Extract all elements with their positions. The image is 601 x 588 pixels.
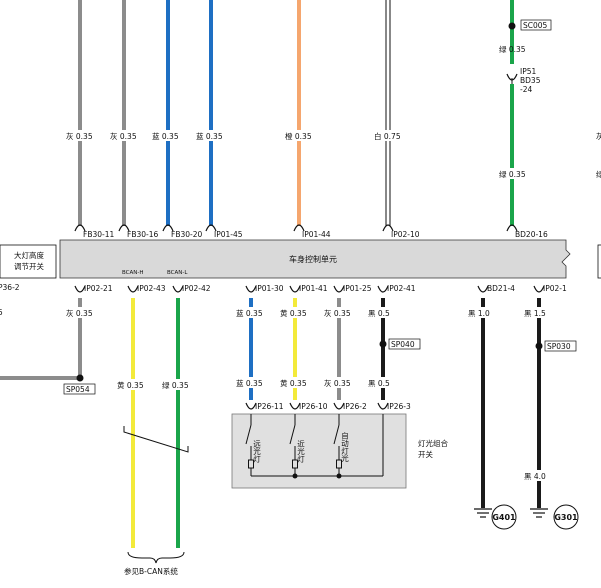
bcan-bracket (127, 551, 185, 564)
svg-text:黄 0.35: 黄 0.35 (280, 378, 307, 388)
svg-text:BD20-16: BD20-16 (515, 230, 548, 239)
bcan-note: 参见B-CAN系统 (124, 566, 178, 576)
switch-labels: 远光灯 近光灯 自动灯光 (252, 431, 349, 464)
splice-sc005-label: SC005 (523, 21, 548, 30)
ecu-label: 车身控制单元 (289, 254, 337, 264)
svg-text:灰 0.35: 灰 0.35 (324, 308, 351, 318)
bottom-wire-labels: 灰 0.35 蓝 0.35 黄 0.35 灰 0.35 黑 0.5 黑 1.0 … (66, 307, 554, 318)
svg-text:自动灯光: 自动灯光 (340, 431, 349, 464)
svg-text:FB30-20: FB30-20 (171, 230, 202, 239)
top-pin-marks (74, 224, 518, 232)
svg-text:IP02-21: IP02-21 (84, 284, 113, 293)
p36-2-label: P36-2 (0, 283, 20, 292)
svg-text:IP02-42: IP02-42 (182, 284, 211, 293)
top-wire-labels: 灰 0.35 灰 0.35 蓝 0.35 蓝 0.35 橙 0.35 白 0.7… (66, 130, 533, 179)
lower-wire-labels: 黄 0.35 绿 0.35 蓝 0.35 黄 0.35 灰 0.35 黑 0.5… (117, 377, 554, 481)
bottom-pin-marks (74, 285, 545, 293)
p36-partial-label: 5 (0, 308, 3, 317)
svg-text:IP01-30: IP01-30 (255, 284, 284, 293)
svg-text:黑 1.5: 黑 1.5 (524, 309, 546, 318)
twisted-pair-mark (123, 426, 189, 453)
svg-text:绿 0.35: 绿 0.35 (499, 170, 526, 179)
svg-text:黑 4.0: 黑 4.0 (524, 472, 546, 481)
splice-sc005 (508, 22, 516, 30)
svg-text:橙 0.35: 橙 0.35 (285, 131, 312, 141)
svg-text:黑 0.5: 黑 0.5 (368, 309, 390, 318)
svg-text:黑 1.0: 黑 1.0 (468, 309, 490, 318)
svg-text:IP26-11: IP26-11 (255, 402, 284, 411)
bottom-pin-labels: IP02-21 IP02-43 IP02-42 IP01-30 IP01-41 … (84, 284, 567, 293)
splice-sp030-label: SP030 (547, 342, 571, 351)
splice-sp054-label: SP054 (66, 385, 90, 394)
svg-text:IP01-44: IP01-44 (302, 230, 331, 239)
svg-text:黑 0.5: 黑 0.5 (368, 379, 390, 388)
svg-text:灰 0.35: 灰 0.35 (110, 131, 137, 141)
svg-text:IP26-2: IP26-2 (343, 402, 367, 411)
svg-text:调节开关: 调节开关 (14, 261, 44, 271)
bcan-h-label: BCAN-H (122, 270, 144, 276)
ground-g301-icon (530, 508, 548, 518)
ground-g401-label: G401 (492, 513, 516, 522)
svg-text:IP02-43: IP02-43 (137, 284, 166, 293)
svg-text:大灯高度: 大灯高度 (14, 250, 44, 260)
svg-text:黄 0.35: 黄 0.35 (117, 380, 144, 390)
ground-g401-icon (474, 508, 492, 518)
svg-text:FB30-16: FB30-16 (127, 230, 158, 239)
connector-ip51-label: IP51 (520, 67, 537, 76)
svg-text:绿 0.35: 绿 0.35 (162, 381, 189, 390)
svg-text:远光灯: 远光灯 (252, 440, 261, 464)
svg-text:灰 0.35: 灰 0.35 (66, 131, 93, 141)
bcan-l-label: BCAN-L (167, 270, 188, 276)
top-pin-labels: FB30-11 FB30-16 FB30-20 IP01-45 IP01-44 … (83, 230, 548, 239)
svg-text:黄 0.35: 黄 0.35 (280, 308, 307, 318)
svg-text:IP26-3: IP26-3 (387, 402, 411, 411)
svg-text:蓝 0.35: 蓝 0.35 (152, 131, 179, 141)
connector-24-label: -24 (520, 85, 532, 94)
connector-bd35-label: BD35 (520, 76, 541, 85)
svg-text:IP02-41: IP02-41 (387, 284, 416, 293)
green-upper-gauge: 绿 0.35 (499, 45, 526, 54)
svg-text:IP02-10: IP02-10 (391, 230, 420, 239)
light-switch-label-1: 灯光组合 (418, 438, 448, 448)
svg-text:IP01-25: IP01-25 (343, 284, 372, 293)
right-edge-partial: 灰 (596, 131, 601, 141)
svg-text:蓝 0.35: 蓝 0.35 (196, 131, 223, 141)
svg-text:灰 0.35: 灰 0.35 (66, 308, 93, 318)
splice-sp040-label: SP040 (391, 340, 415, 349)
ground-g301-label: G301 (554, 513, 578, 522)
light-switch-label-2: 开关 (418, 449, 433, 459)
ecu-box (59, 239, 571, 279)
ip26-pin-marks (245, 402, 389, 410)
svg-text:IP26-10: IP26-10 (299, 402, 328, 411)
svg-text:蓝 0.35: 蓝 0.35 (236, 378, 263, 388)
svg-text:IP01-41: IP01-41 (299, 284, 328, 293)
svg-text:FB30-11: FB30-11 (83, 230, 114, 239)
svg-text:近光灯: 近光灯 (296, 439, 305, 464)
headlamp-height-switch (0, 244, 57, 279)
svg-text:蓝 0.35: 蓝 0.35 (236, 308, 263, 318)
switch-contacts (245, 414, 384, 477)
svg-text:灰 0.35: 灰 0.35 (324, 378, 351, 388)
svg-text:IP01-45: IP01-45 (214, 230, 243, 239)
svg-text:BD21-4: BD21-4 (487, 284, 515, 293)
right-edge-partial-2: 绿 (596, 170, 601, 179)
ip26-pin-labels: IP26-11 IP26-10 IP26-2 IP26-3 (255, 402, 411, 411)
svg-text:白 0.75: 白 0.75 (374, 131, 401, 141)
svg-text:IP02-1: IP02-1 (543, 284, 567, 293)
